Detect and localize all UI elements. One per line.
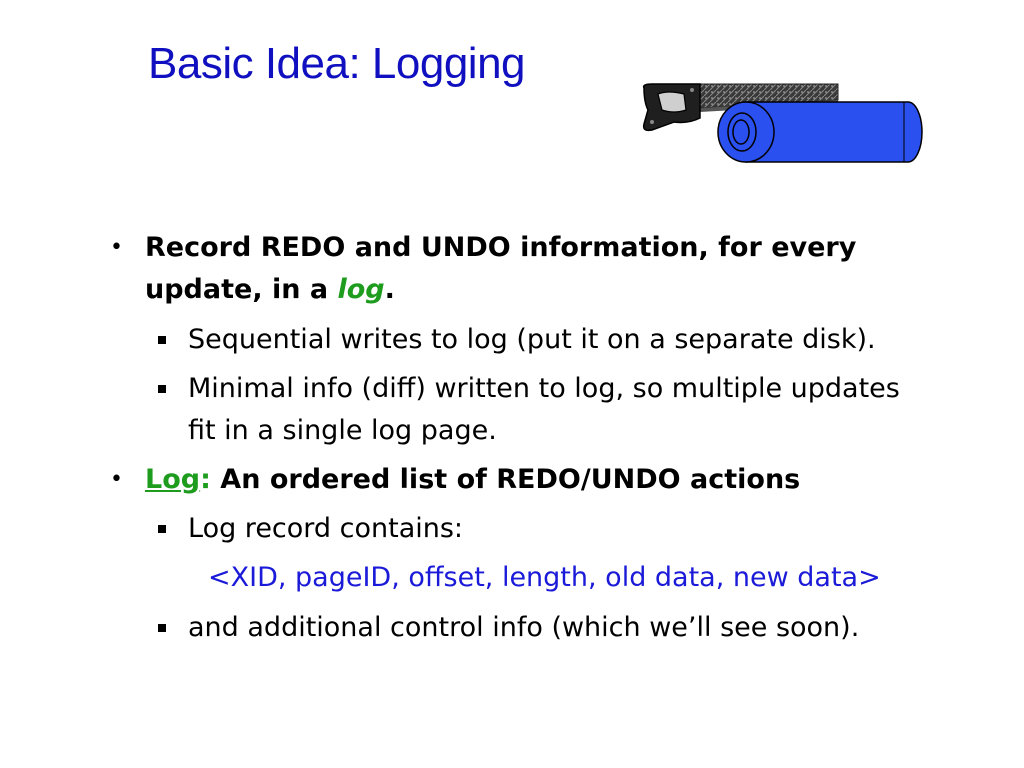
square-bullet <box>158 385 166 393</box>
square-bullet <box>158 525 166 533</box>
bullet-1-line-2: update, in a log. <box>145 270 395 310</box>
bullet-2-sub-2: and additional control info (which we’ll… <box>188 612 860 643</box>
bullet-2: Log: An ordered list of REDO/UNDO action… <box>145 460 800 500</box>
bullet-dot: • <box>110 467 123 492</box>
saw-log-icon <box>642 83 923 163</box>
bullet-2-rest: An ordered list of REDO/UNDO actions <box>210 464 801 495</box>
square-bullet <box>158 336 166 344</box>
bullet-2-colon: : <box>200 464 211 495</box>
bullet-1-emphasis: log <box>337 274 385 305</box>
bullet-2-sub-1: Log record contains: <box>188 513 464 544</box>
bullet-2-term: Log <box>145 464 201 495</box>
log-record-format: <XID, pageID, offset, length, old data, … <box>208 562 881 593</box>
bullet-1-sub-1: Sequential writes to log (put it on a se… <box>188 324 876 355</box>
square-bullet <box>158 624 166 632</box>
bullet-1-suffix: . <box>384 274 395 305</box>
slide-title: Basic Idea: Logging <box>148 39 526 88</box>
bullet-1-sub-2-line-2: fit in a single log page. <box>188 415 497 446</box>
bullet-1-line-1: Record REDO and UNDO information, for ev… <box>145 232 857 263</box>
bullet-dot: • <box>110 235 123 260</box>
bullet-1-sub-2-line-1: Minimal info (diff) written to log, so m… <box>188 373 900 404</box>
bullet-1-prefix: update, in a <box>145 274 338 305</box>
